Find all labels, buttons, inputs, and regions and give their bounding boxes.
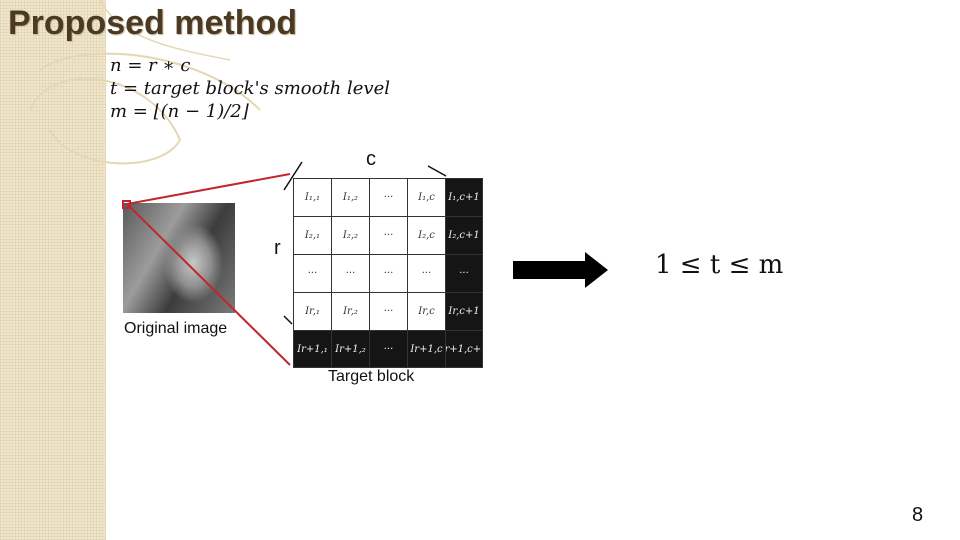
grid-cell: ··· [370,293,407,330]
grid-cell: Ir,c [408,293,445,330]
bracket-c-left [283,161,303,191]
grid-cell: I₁,c+1 [446,179,482,216]
grid-cell: Ir+1,c+1 [446,331,482,367]
grid-cell: ··· [370,217,407,254]
grid-cell: I₁,₁ [294,179,331,216]
grid-cell: Ir,c+1 [446,293,482,330]
formula-t: t = target block's smooth level [110,78,390,99]
zoom-marker [122,200,131,209]
grid-cell: Ir+1,c [408,331,445,367]
grid-cell: ··· [408,255,445,292]
label-r: r [274,237,281,259]
arrow-shaft [513,261,585,279]
formula-block: n = r ∗ c t = target block's smooth leve… [110,54,390,123]
zoom-line-top [126,173,291,205]
formula-m: m = ⌊(n − 1)/2⌋ [110,101,249,122]
grid-cell: I₁,c [408,179,445,216]
grid-cell: ··· [370,255,407,292]
grid-cell: ··· [370,331,407,367]
zoom-line-bottom [126,203,291,366]
grid-cell: Ir+1,₂ [332,331,369,367]
grid-cell: I₁,₂ [332,179,369,216]
bracket-r-bottom [283,315,293,325]
grid-cell: I₂,₁ [294,217,331,254]
page-number: 8 [912,504,924,526]
arrow-head [585,252,608,288]
formula-n: n = r ∗ c [110,55,191,76]
original-image [123,203,235,313]
result-inequality: 1 ≤ t ≤ m [655,250,784,280]
grid-cell: I₂,c [408,217,445,254]
grid-cell: ··· [446,255,482,292]
grid-cell: I₂,c+1 [446,217,482,254]
grid-cell: ··· [332,255,369,292]
original-image-label: Original image [124,320,228,337]
label-c: c [366,148,376,170]
grid-cell: Ir,₁ [294,293,331,330]
slide-title: Proposed method [8,4,298,42]
grid-cell: ··· [370,179,407,216]
target-block-label: Target block [328,368,415,385]
grid-cell: ··· [294,255,331,292]
grid-cell: Ir,₂ [332,293,369,330]
grid-cell: Ir+1,₁ [294,331,331,367]
grid-cell: I₂,₂ [332,217,369,254]
bracket-c-right [427,165,447,177]
